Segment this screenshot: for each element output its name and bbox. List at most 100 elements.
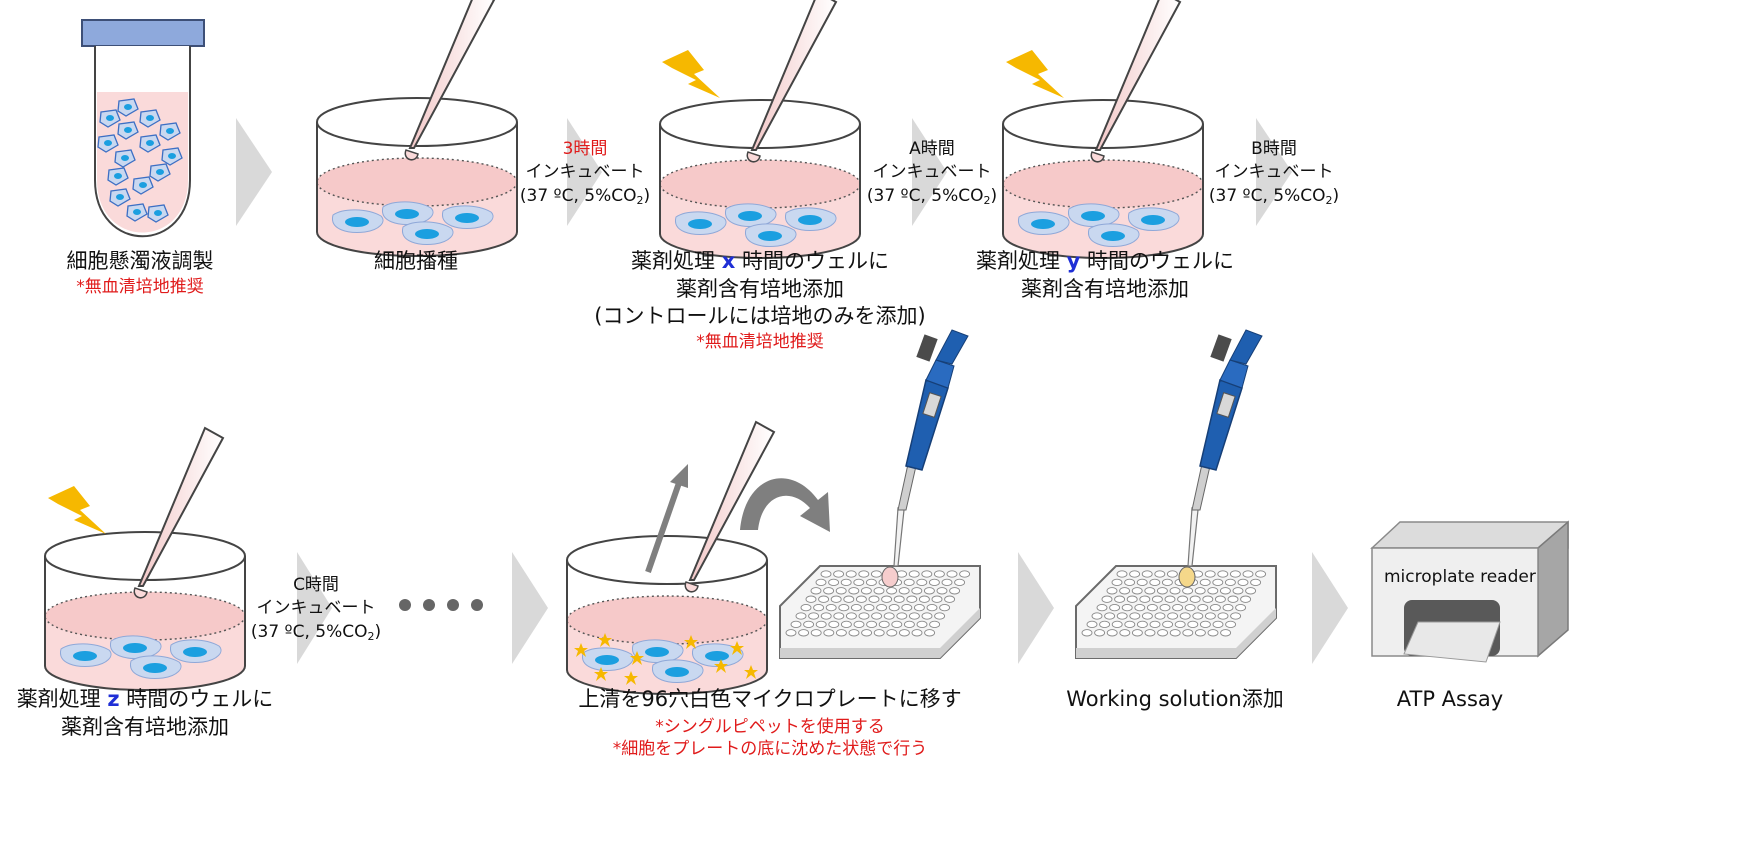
pipette-shaft	[1191, 463, 1211, 511]
well	[830, 595, 842, 603]
well	[1255, 570, 1267, 578]
well	[911, 587, 923, 595]
pipette-grip	[925, 359, 955, 389]
well	[1166, 570, 1178, 578]
well	[861, 629, 873, 637]
well	[939, 603, 951, 612]
well	[795, 612, 807, 620]
well	[1172, 603, 1184, 612]
well	[1242, 570, 1254, 578]
plate-edge	[780, 608, 980, 658]
well	[835, 629, 847, 637]
droplet	[1090, 151, 1105, 163]
adherent-cell	[129, 655, 182, 679]
droplet	[684, 581, 699, 593]
microplate-reader	[1370, 520, 1569, 663]
incubation-4-action: インキュベート	[256, 598, 376, 619]
step4-line1-pre: 薬剤処理	[975, 249, 1060, 273]
well	[1182, 587, 1194, 595]
adherent-cell	[581, 647, 634, 671]
well	[1129, 570, 1141, 578]
droplet	[404, 149, 419, 161]
well	[825, 603, 837, 612]
well	[1144, 587, 1156, 595]
well	[928, 578, 940, 587]
step1-label: 細胞懸濁液調製	[66, 249, 214, 273]
well	[1119, 587, 1131, 595]
well	[838, 603, 850, 612]
pipette-display	[1216, 392, 1236, 418]
adherent-cell	[1087, 223, 1140, 247]
incubation-1-action: インキュベート	[525, 162, 645, 183]
well	[1187, 620, 1199, 629]
plate-edge	[1076, 608, 1276, 658]
well	[1250, 578, 1262, 587]
well	[1101, 595, 1113, 603]
well	[1159, 603, 1171, 612]
well	[1219, 587, 1231, 595]
well	[926, 603, 938, 612]
droplet	[133, 587, 148, 599]
incubation-2: A時間 インキュベート (37 ºC, 5%CO2)	[862, 138, 1002, 208]
medium-surface	[44, 591, 246, 641]
well	[845, 570, 857, 578]
step3-note: *無血清培地推奨	[696, 332, 824, 352]
step4-var: y	[1066, 249, 1081, 273]
up-arrow	[645, 479, 683, 573]
well	[853, 620, 865, 629]
adherent-cell	[169, 639, 222, 663]
micropipette	[893, 329, 969, 567]
incubation-2-cond: (37 ºC, 5%CO2)	[866, 185, 998, 207]
well	[1111, 578, 1123, 587]
well	[1192, 612, 1204, 620]
adherent-cell	[744, 223, 797, 247]
well	[1202, 595, 1214, 603]
adherent-cell	[1017, 211, 1070, 235]
dish-base	[659, 233, 861, 259]
flow-arrow	[236, 118, 272, 226]
adherent-cell	[724, 203, 777, 227]
dish-base	[44, 665, 246, 691]
step5-line2: 薬剤含有培地添加	[61, 714, 229, 739]
step3-line3: (コントロールには培地のみを添加)	[594, 304, 926, 329]
flow-arrow	[1312, 552, 1348, 664]
culture-dish	[659, 0, 861, 259]
well	[870, 570, 882, 578]
well	[1161, 578, 1173, 587]
step3-line1-pre: 薬剤処理	[631, 249, 716, 273]
well	[823, 587, 835, 595]
incubation-4-cond: (37 ºC, 5%CO2)	[250, 621, 382, 643]
well	[886, 629, 898, 637]
adherent-cell	[1067, 203, 1120, 227]
pipette-body	[905, 379, 949, 471]
well	[1099, 620, 1111, 629]
pipette-body	[1199, 379, 1243, 471]
well	[843, 595, 855, 603]
well	[855, 595, 867, 603]
well	[1217, 612, 1229, 620]
well	[1116, 570, 1128, 578]
well	[1199, 620, 1211, 629]
well	[1224, 578, 1236, 587]
well	[903, 578, 915, 587]
well	[1162, 620, 1174, 629]
well	[815, 578, 827, 587]
well	[1164, 595, 1176, 603]
well	[1179, 612, 1191, 620]
well	[1212, 578, 1224, 587]
well	[959, 570, 971, 578]
pipette-tip	[746, 0, 838, 163]
dish-rim	[566, 535, 768, 585]
well	[1177, 595, 1189, 603]
well	[833, 612, 845, 620]
well	[840, 620, 852, 629]
medium-surface	[1002, 159, 1204, 209]
well	[798, 629, 810, 637]
well	[858, 612, 870, 620]
pipette-plunger-arm	[1229, 329, 1263, 365]
adherent-cell	[109, 635, 162, 659]
well	[858, 570, 870, 578]
well	[1245, 587, 1257, 595]
well	[931, 595, 943, 603]
dish-base	[566, 669, 768, 695]
